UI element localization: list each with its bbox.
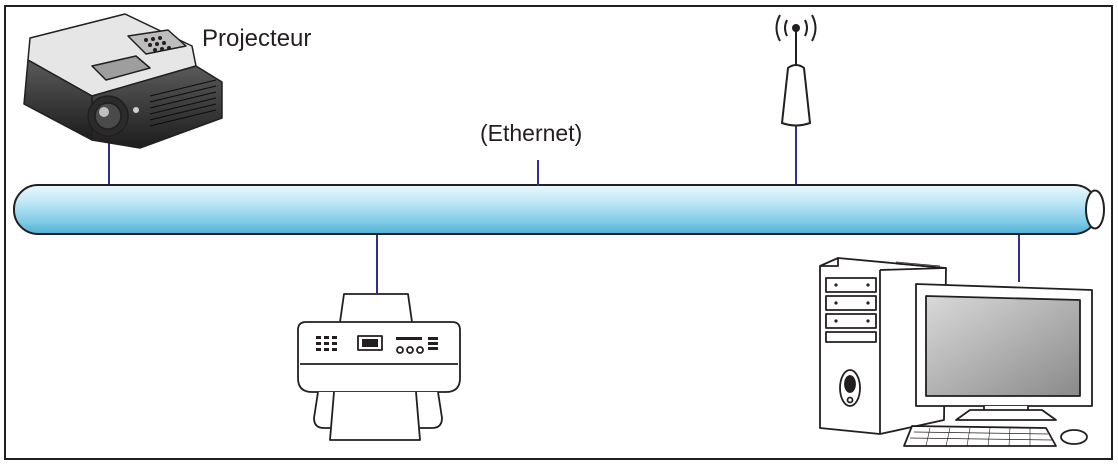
- wifi-antenna-icon: [775, 14, 817, 127]
- projector-icon: [23, 13, 223, 149]
- projector-label: Projecteur: [202, 25, 311, 52]
- connector-links: [108, 125, 1020, 293]
- ethernet-label: (Ethernet): [480, 120, 582, 146]
- ethernet-bus: [13, 184, 1105, 235]
- fax-printer-icon: [297, 293, 461, 441]
- desktop-computer-icon: [819, 257, 1093, 447]
